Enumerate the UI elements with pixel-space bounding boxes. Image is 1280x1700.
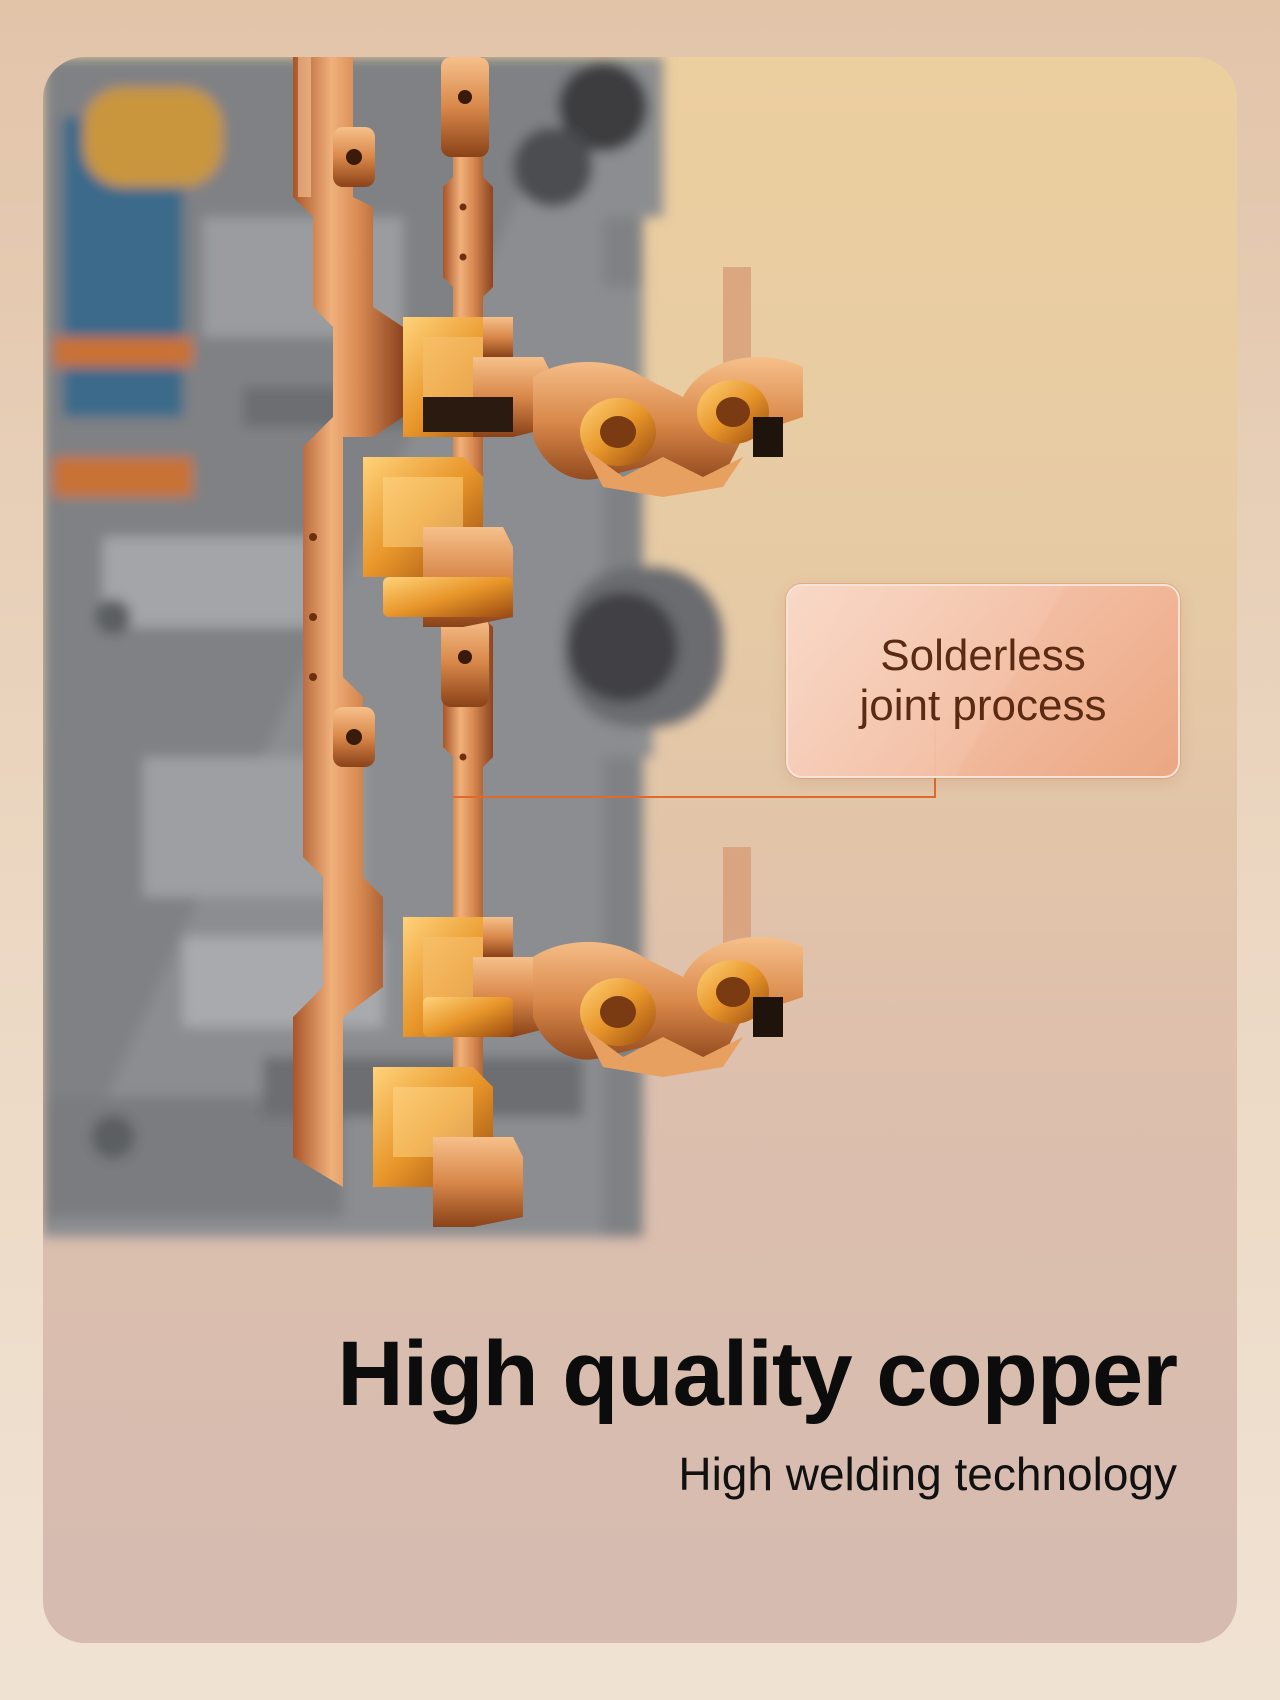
spring-connector-bottom [533, 847, 803, 1077]
callout-line-1: Solderless [880, 631, 1086, 680]
callout-text: Solderless joint process [839, 631, 1126, 731]
headline: High quality copper [337, 1323, 1178, 1425]
terminal-clips-top [363, 317, 553, 627]
subheadline: High welding technology [678, 1448, 1177, 1500]
copper-busbar-illustration [43, 57, 803, 1237]
spring-connector-top [533, 267, 803, 497]
busbar-left [293, 57, 403, 1187]
callout-line-2: joint process [859, 681, 1107, 730]
product-card: Solderless joint process High quality co… [43, 57, 1237, 1643]
solderless-joint-callout: Solderless joint process [786, 584, 1180, 778]
